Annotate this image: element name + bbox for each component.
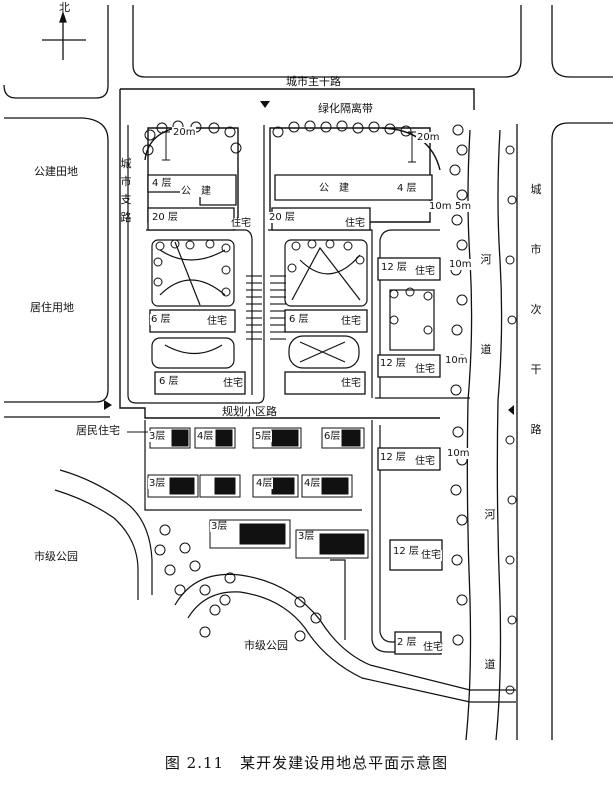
villa-blocks: [147, 427, 369, 559]
building-6f-bottom-use: 住宅: [222, 378, 244, 389]
green-belt-label: 绿化隔离带: [318, 102, 373, 115]
building-20f-right: 20 层: [268, 212, 296, 223]
villa-5f-a: 5层: [254, 431, 273, 442]
building-public-right-use: 公 建: [318, 183, 350, 194]
building-20f-right-use: 住宅: [344, 218, 366, 229]
park-paths: [54, 469, 516, 703]
figure-caption: 图 2.11 某开发建设用地总平面示意图: [164, 754, 449, 772]
building-12f-b: 12 层: [379, 358, 407, 369]
building-6f-left-use: 住宅: [206, 316, 228, 327]
villa-3f-d: 3层: [297, 531, 316, 542]
building-12f-b-use: 住宅: [414, 364, 436, 375]
river-label-upper: 河 道: [480, 253, 492, 356]
planned-district-road-label: 规划小区路: [222, 405, 277, 418]
building-outlines: [147, 174, 443, 655]
villa-4f-a: 4层: [196, 431, 215, 442]
river-banks: [465, 129, 503, 741]
building-12f-c-use: 住宅: [414, 456, 436, 467]
building-public-right-floors: 4 层: [396, 183, 418, 194]
north-arrow-icon: [42, 10, 86, 60]
secondary-trunk-road-label: 城 市 次 干 路: [530, 183, 542, 436]
north-label: 北: [59, 1, 70, 14]
building-6f-left: 6 层: [150, 314, 172, 325]
inner-roads: [127, 125, 470, 653]
dim-10m-d: 10m: [446, 448, 471, 459]
branch-road-label: 城 市 支 路: [120, 157, 132, 224]
city-park-bottom-label: 市级公园: [244, 639, 288, 652]
villa-3f-a: 3层: [148, 431, 167, 442]
building-12f-a-use: 住宅: [414, 266, 436, 277]
dim-10m-b: 10m: [448, 259, 473, 270]
villa-6f-a: 6层: [323, 431, 342, 442]
dimension-marks: [162, 131, 416, 163]
building-6f-mid: 6 层: [288, 314, 310, 325]
parking-stripes: [246, 275, 286, 340]
building-public-left-use: 公 建: [180, 186, 212, 197]
residential-land-label: 居住用地: [30, 301, 74, 314]
road-edges: [3, 5, 613, 740]
courtyards: [151, 239, 435, 369]
villa-3f-c: 3层: [210, 521, 229, 532]
building-20f-left: 20 层: [151, 212, 179, 223]
villa-3f-b: 3层: [148, 478, 167, 489]
dim-20m-right: 20m: [416, 132, 441, 143]
river-label-lower: 河 道: [484, 508, 496, 671]
building-20f-left-use: 住宅: [230, 218, 252, 229]
dim-10m-c: 10m: [444, 355, 469, 366]
building-12f-d: 12 层: [392, 546, 420, 557]
pointer-arrows: [104, 101, 514, 433]
city-park-left-label: 市级公园: [34, 550, 78, 563]
site-boundary: [119, 88, 475, 419]
dim-20m-left: 20m: [172, 127, 197, 138]
dim-10m-a: 10m: [428, 201, 453, 212]
building-6f-mid-use: 住宅: [340, 316, 362, 327]
building-12f-a: 12 层: [380, 262, 408, 273]
building-2f: 2 层: [396, 637, 418, 648]
building-2f-use: 住宅: [422, 642, 444, 653]
public-field-label: 公建田地: [34, 165, 78, 178]
villa-4f-c: 4层: [303, 478, 322, 489]
resident-housing-label: 居民住宅: [76, 424, 120, 437]
building-bottom-right-use: 住宅: [340, 378, 362, 389]
main-trunk-road-label: 城市主干路: [286, 75, 341, 88]
building-12f-c: 12 层: [379, 452, 407, 463]
building-public-left-floors: 4 层: [151, 178, 173, 189]
building-6f-bottom: 6 层: [158, 376, 180, 387]
villa-4f-b: 4层: [255, 478, 274, 489]
dim-5m: 5m: [454, 201, 473, 212]
building-12f-d-use: 住宅: [420, 550, 442, 561]
